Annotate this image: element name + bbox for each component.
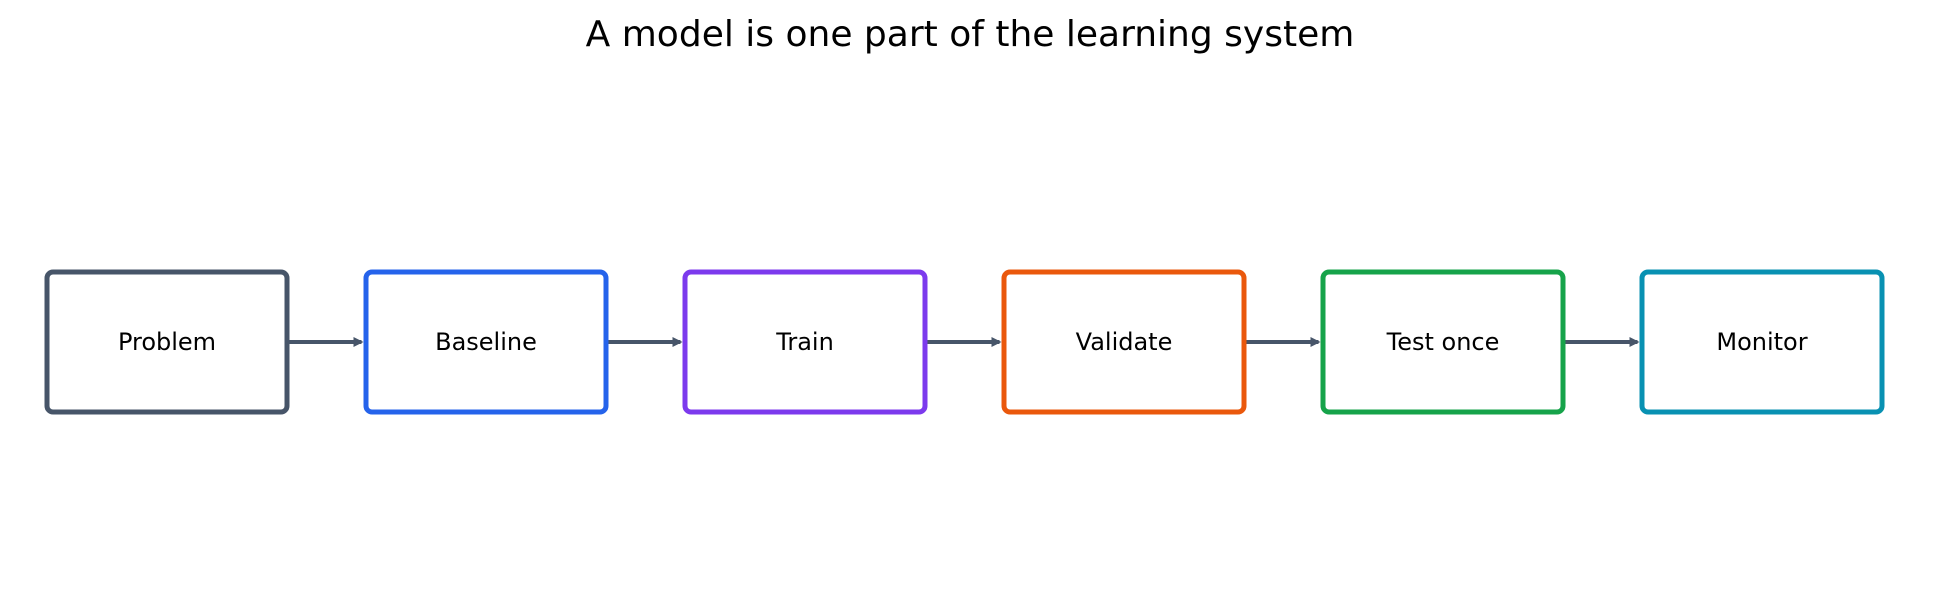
node-monitor-box xyxy=(1639,269,1885,415)
node-train: Train xyxy=(682,269,928,415)
node-train-box xyxy=(682,269,928,415)
node-test-once-box xyxy=(1320,269,1566,415)
node-test-once: Test once xyxy=(1320,269,1566,415)
node-baseline-box xyxy=(363,269,609,415)
node-test-once-label: Test once xyxy=(1386,328,1500,356)
node-baseline-label: Baseline xyxy=(435,328,537,356)
node-validate: Validate xyxy=(1001,269,1247,415)
node-baseline: Baseline xyxy=(363,269,609,415)
node-monitor: Monitor xyxy=(1639,269,1885,415)
node-problem-box xyxy=(44,269,290,415)
diagram-title: A model is one part of the learning syst… xyxy=(586,14,1355,55)
node-problem-label: Problem xyxy=(118,328,216,356)
node-problem: Problem xyxy=(44,269,290,415)
node-train-label: Train xyxy=(775,328,834,356)
node-validate-box xyxy=(1001,269,1247,415)
node-validate-label: Validate xyxy=(1076,328,1173,356)
node-monitor-label: Monitor xyxy=(1716,328,1807,356)
